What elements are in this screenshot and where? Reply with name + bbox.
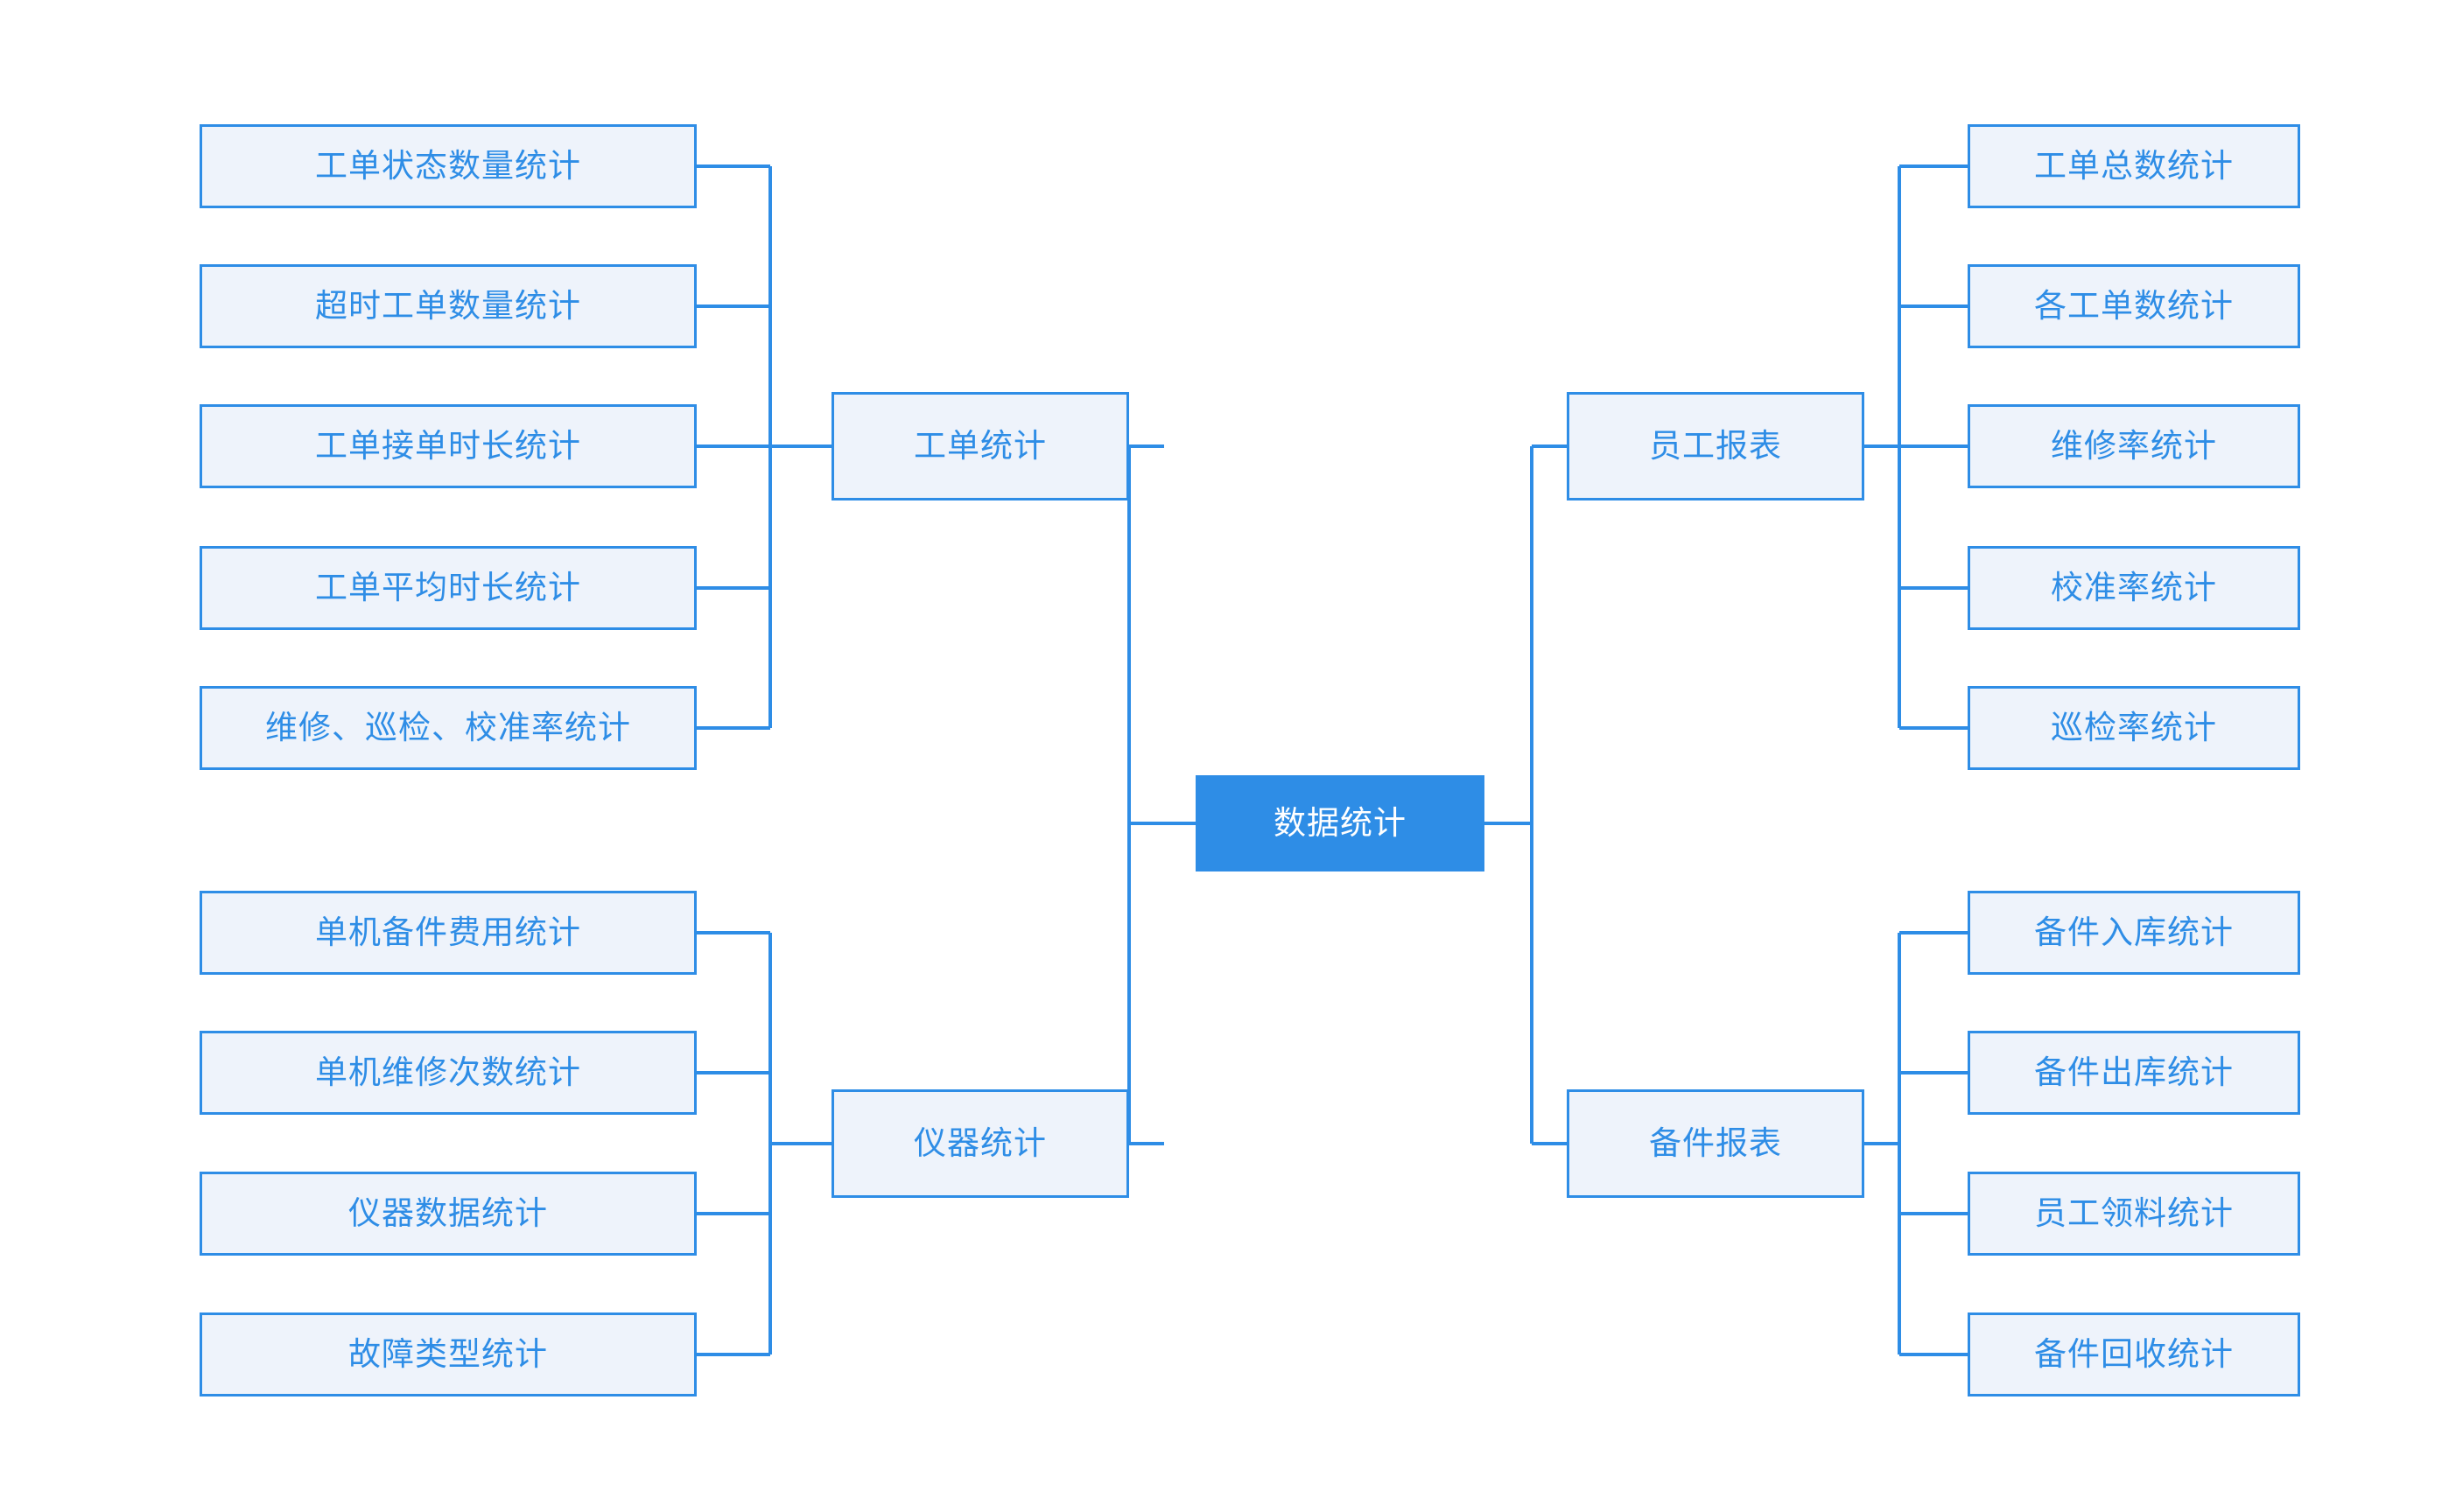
root-node-label: 数据统计 xyxy=(1274,804,1407,841)
branch-node-label: 员工报表 xyxy=(1649,427,1782,464)
branch-node-spare-part-report[interactable]: 备件报表 xyxy=(1567,1089,1864,1198)
leaf-node-repair-inspection-calibration-rate[interactable]: 维修、巡检、校准率统计 xyxy=(200,686,697,770)
leaf-node-single-machine-spare-cost[interactable]: 单机备件费用统计 xyxy=(200,891,697,975)
leaf-node-work-order-average-duration[interactable]: 工单平均时长统计 xyxy=(200,546,697,630)
leaf-node-total-work-order-count[interactable]: 工单总数统计 xyxy=(1968,124,2300,208)
leaf-node-overtime-work-order-count[interactable]: 超时工单数量统计 xyxy=(200,264,697,348)
leaf-node-work-order-accept-duration[interactable]: 工单接单时长统计 xyxy=(200,404,697,488)
leaf-node-spare-inbound-stats[interactable]: 备件入库统计 xyxy=(1968,891,2300,975)
branch-node-label: 仪器统计 xyxy=(914,1124,1047,1161)
leaf-node-label: 备件出库统计 xyxy=(2034,1054,2234,1090)
leaf-node-label: 单机备件费用统计 xyxy=(315,914,581,950)
leaf-node-repair-rate-stats[interactable]: 维修率统计 xyxy=(1968,404,2300,488)
leaf-node-label: 备件入库统计 xyxy=(2034,914,2234,950)
leaf-node-calibration-rate-stats[interactable]: 校准率统计 xyxy=(1968,546,2300,630)
leaf-node-label: 单机维修次数统计 xyxy=(315,1054,581,1090)
leaf-node-each-work-order-count[interactable]: 各工单数统计 xyxy=(1968,264,2300,348)
leaf-node-label: 工单接单时长统计 xyxy=(315,427,581,464)
leaf-node-label: 工单状态数量统计 xyxy=(315,147,581,184)
branch-node-label: 工单统计 xyxy=(914,427,1047,464)
branch-node-instrument-stats[interactable]: 仪器统计 xyxy=(832,1089,1129,1198)
branch-node-label: 备件报表 xyxy=(1649,1124,1782,1161)
root-node-data-statistics[interactable]: 数据统计 xyxy=(1196,775,1484,872)
leaf-node-label: 员工领料统计 xyxy=(2034,1194,2234,1231)
leaf-node-label: 巡检率统计 xyxy=(2051,709,2217,746)
leaf-node-staff-material-requisition-stats[interactable]: 员工领料统计 xyxy=(1968,1172,2300,1256)
leaf-node-label: 故障类型统计 xyxy=(348,1335,548,1372)
leaf-node-label: 工单总数统计 xyxy=(2034,147,2234,184)
leaf-node-label: 维修率统计 xyxy=(2051,427,2217,464)
leaf-node-fault-type-stats[interactable]: 故障类型统计 xyxy=(200,1312,697,1396)
leaf-node-label: 超时工单数量统计 xyxy=(315,287,581,324)
leaf-node-label: 备件回收统计 xyxy=(2034,1335,2234,1372)
leaf-node-label: 维修、巡检、校准率统计 xyxy=(265,709,631,746)
leaf-node-label: 仪器数据统计 xyxy=(348,1194,548,1231)
branch-node-work-order-stats[interactable]: 工单统计 xyxy=(832,392,1129,500)
leaf-node-instrument-data-stats[interactable]: 仪器数据统计 xyxy=(200,1172,697,1256)
leaf-node-label: 校准率统计 xyxy=(2051,569,2217,606)
leaf-node-spare-outbound-stats[interactable]: 备件出库统计 xyxy=(1968,1031,2300,1115)
leaf-node-inspection-rate-stats[interactable]: 巡检率统计 xyxy=(1968,686,2300,770)
leaf-node-spare-recycle-stats[interactable]: 备件回收统计 xyxy=(1968,1312,2300,1396)
leaf-node-work-order-status-count[interactable]: 工单状态数量统计 xyxy=(200,124,697,208)
leaf-node-single-machine-repair-count[interactable]: 单机维修次数统计 xyxy=(200,1031,697,1115)
leaf-node-label: 工单平均时长统计 xyxy=(315,569,581,606)
leaf-node-label: 各工单数统计 xyxy=(2034,287,2234,324)
branch-node-staff-report[interactable]: 员工报表 xyxy=(1567,392,1864,500)
